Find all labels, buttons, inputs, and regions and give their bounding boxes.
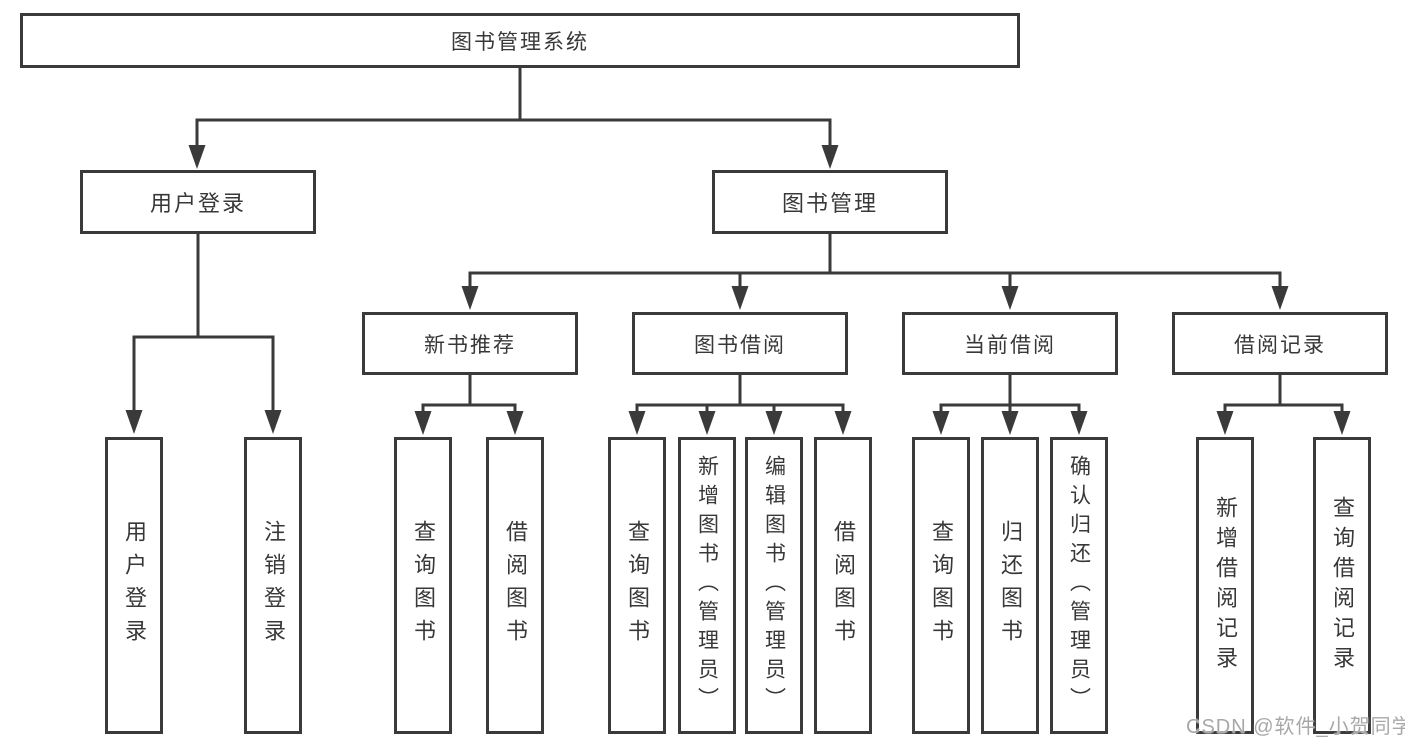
node-leaf-bb-add-books-admin-label: 新增图书（管理员） [695,455,719,716]
node-leaf-rec-query-record: 查询借阅记录 [1313,437,1371,734]
node-user-login: 用户登录 [80,170,316,234]
node-leaf-logout-label: 注销登录 [261,519,286,652]
node-book-management: 图书管理 [712,170,948,234]
node-leaf-cb-confirm-return-admin: 确认归还（管理员） [1050,437,1108,734]
node-leaf-rec-add-record: 新增借阅记录 [1196,437,1254,734]
node-leaf-cb-return-books: 归还图书 [981,437,1039,734]
node-leaf-cb-query-books: 查询图书 [912,437,970,734]
node-leaf-nb-borrow-books: 借阅图书 [486,437,544,734]
node-leaf-bb-query-books-label: 查询图书 [625,519,650,652]
node-leaf-user-login: 用户登录 [105,437,163,734]
node-leaf-bb-edit-books-admin-label: 编辑图书（管理员） [762,455,786,716]
node-current-borrowing: 当前借阅 [902,312,1118,375]
node-leaf-bb-edit-books-admin: 编辑图书（管理员） [745,437,803,734]
node-leaf-cb-query-books-label: 查询图书 [929,519,954,652]
node-leaf-cb-return-books-label: 归还图书 [998,519,1023,652]
csdn-watermark: CSDN @软件_小贺同学 [1186,716,1405,738]
node-leaf-nb-query-books: 查询图书 [394,437,452,734]
node-book-borrowing: 图书借阅 [632,312,848,375]
node-leaf-user-login-label: 用户登录 [122,519,147,652]
node-borrowing-records: 借阅记录 [1172,312,1388,375]
node-leaf-nb-query-books-label: 查询图书 [411,519,436,652]
node-leaf-bb-borrow-books: 借阅图书 [814,437,872,734]
node-library-management-system: 图书管理系统 [20,13,1020,68]
node-leaf-cb-confirm-return-admin-label: 确认归还（管理员） [1067,455,1091,716]
node-leaf-bb-borrow-books-label: 借阅图书 [831,519,856,652]
node-leaf-rec-query-record-label: 查询借阅记录 [1330,495,1355,676]
node-leaf-bb-query-books: 查询图书 [608,437,666,734]
node-new-book-recommendation: 新书推荐 [362,312,578,375]
node-leaf-rec-add-record-label: 新增借阅记录 [1213,495,1238,676]
node-leaf-logout: 注销登录 [244,437,302,734]
node-leaf-bb-add-books-admin: 新增图书（管理员） [678,437,736,734]
node-leaf-nb-borrow-books-label: 借阅图书 [503,519,528,652]
